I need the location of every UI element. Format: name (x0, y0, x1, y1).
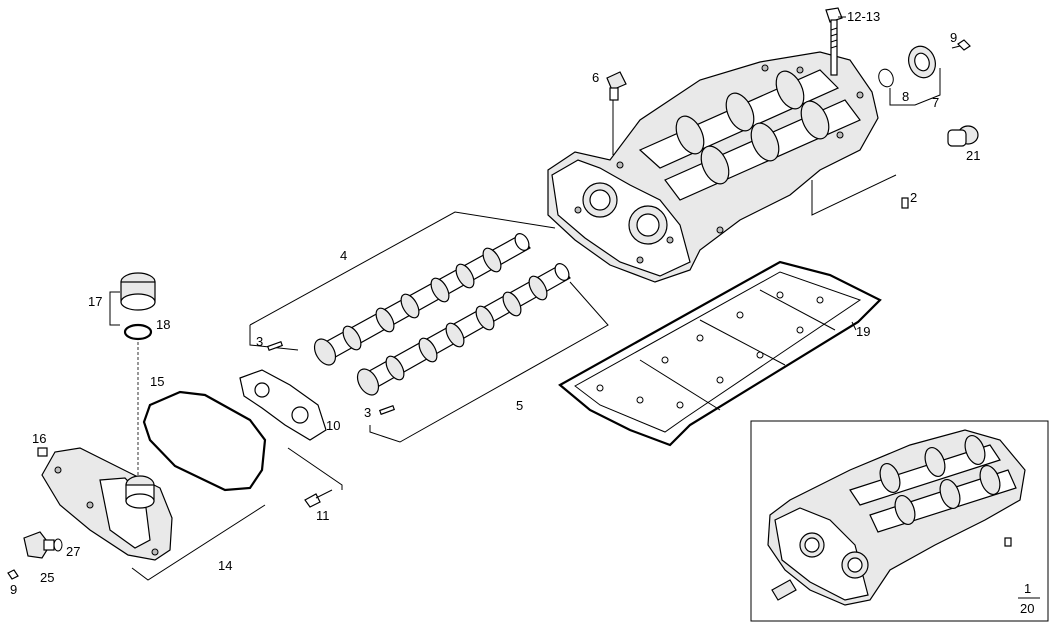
callout-label: 18 (156, 317, 170, 332)
callout-label: 15 (150, 374, 164, 389)
small-screw[interactable] (951, 39, 971, 51)
callout-label: 3 (364, 405, 371, 420)
callout-label: 17 (88, 294, 102, 309)
callout-label: 5 (516, 398, 523, 413)
callout-label: 6 (592, 70, 599, 85)
cover-gasket[interactable] (558, 260, 882, 447)
callout-label: 11 (316, 508, 330, 523)
front-cover[interactable] (41, 447, 173, 561)
reference-denominator: 20 (1020, 601, 1034, 616)
threaded-plug[interactable] (947, 125, 979, 147)
callout-label: 7 (932, 95, 939, 110)
filler-cap[interactable] (120, 272, 156, 311)
bracket-line (131, 504, 266, 581)
camshaft-intake[interactable] (310, 231, 531, 368)
dowel-pin[interactable] (378, 404, 396, 416)
flange-gasket[interactable] (239, 369, 327, 441)
shaft-seal[interactable] (904, 43, 939, 82)
bracket-line (287, 447, 343, 490)
bracket-line (811, 174, 897, 216)
callout-label: 14 (218, 558, 232, 573)
inset-sensor (771, 579, 797, 601)
sensor-o-ring[interactable] (53, 538, 63, 552)
callout-label: 9 (10, 582, 17, 597)
o-ring[interactable] (876, 67, 895, 89)
callout-label: 4 (340, 248, 347, 263)
callout-label: 8 (902, 89, 909, 104)
callout-label: 3 (256, 334, 263, 349)
callout-label: 9 (950, 30, 957, 45)
callout-label: 10 (326, 418, 340, 433)
position-sensor[interactable] (23, 531, 55, 559)
flange-bolt[interactable] (304, 489, 333, 508)
callout-label: 27 (66, 544, 80, 559)
leader-line (851, 321, 857, 331)
sensor-plug[interactable] (606, 71, 627, 101)
assembled-housing[interactable] (767, 429, 1026, 606)
small-screw[interactable] (7, 569, 19, 580)
callout-label: 21 (966, 148, 980, 163)
camshaft-exhaust[interactable] (353, 261, 571, 398)
dowel-pin[interactable] (266, 340, 284, 352)
assembly-inset: 1 20 (750, 420, 1049, 622)
bracket-line (889, 68, 941, 106)
bracket-line (249, 211, 556, 351)
callout-label: 2 (910, 190, 917, 205)
cover-bolt[interactable] (37, 447, 48, 457)
bracket-line (109, 291, 120, 326)
small-bolt[interactable] (901, 197, 909, 209)
bracket-line (369, 281, 609, 443)
long-bolt[interactable] (825, 7, 843, 76)
reference-numerator: 1 (1024, 581, 1031, 596)
filler-seal[interactable] (123, 323, 153, 341)
callout-label: 16 (32, 431, 46, 446)
callout-label: 25 (40, 570, 54, 585)
callout-label: 12-13 (847, 9, 880, 24)
inset-bolt (1004, 537, 1012, 547)
callout-label: 19 (856, 324, 870, 339)
camshaft-housing[interactable] (547, 51, 879, 283)
front-cover-gasket[interactable] (142, 390, 267, 492)
